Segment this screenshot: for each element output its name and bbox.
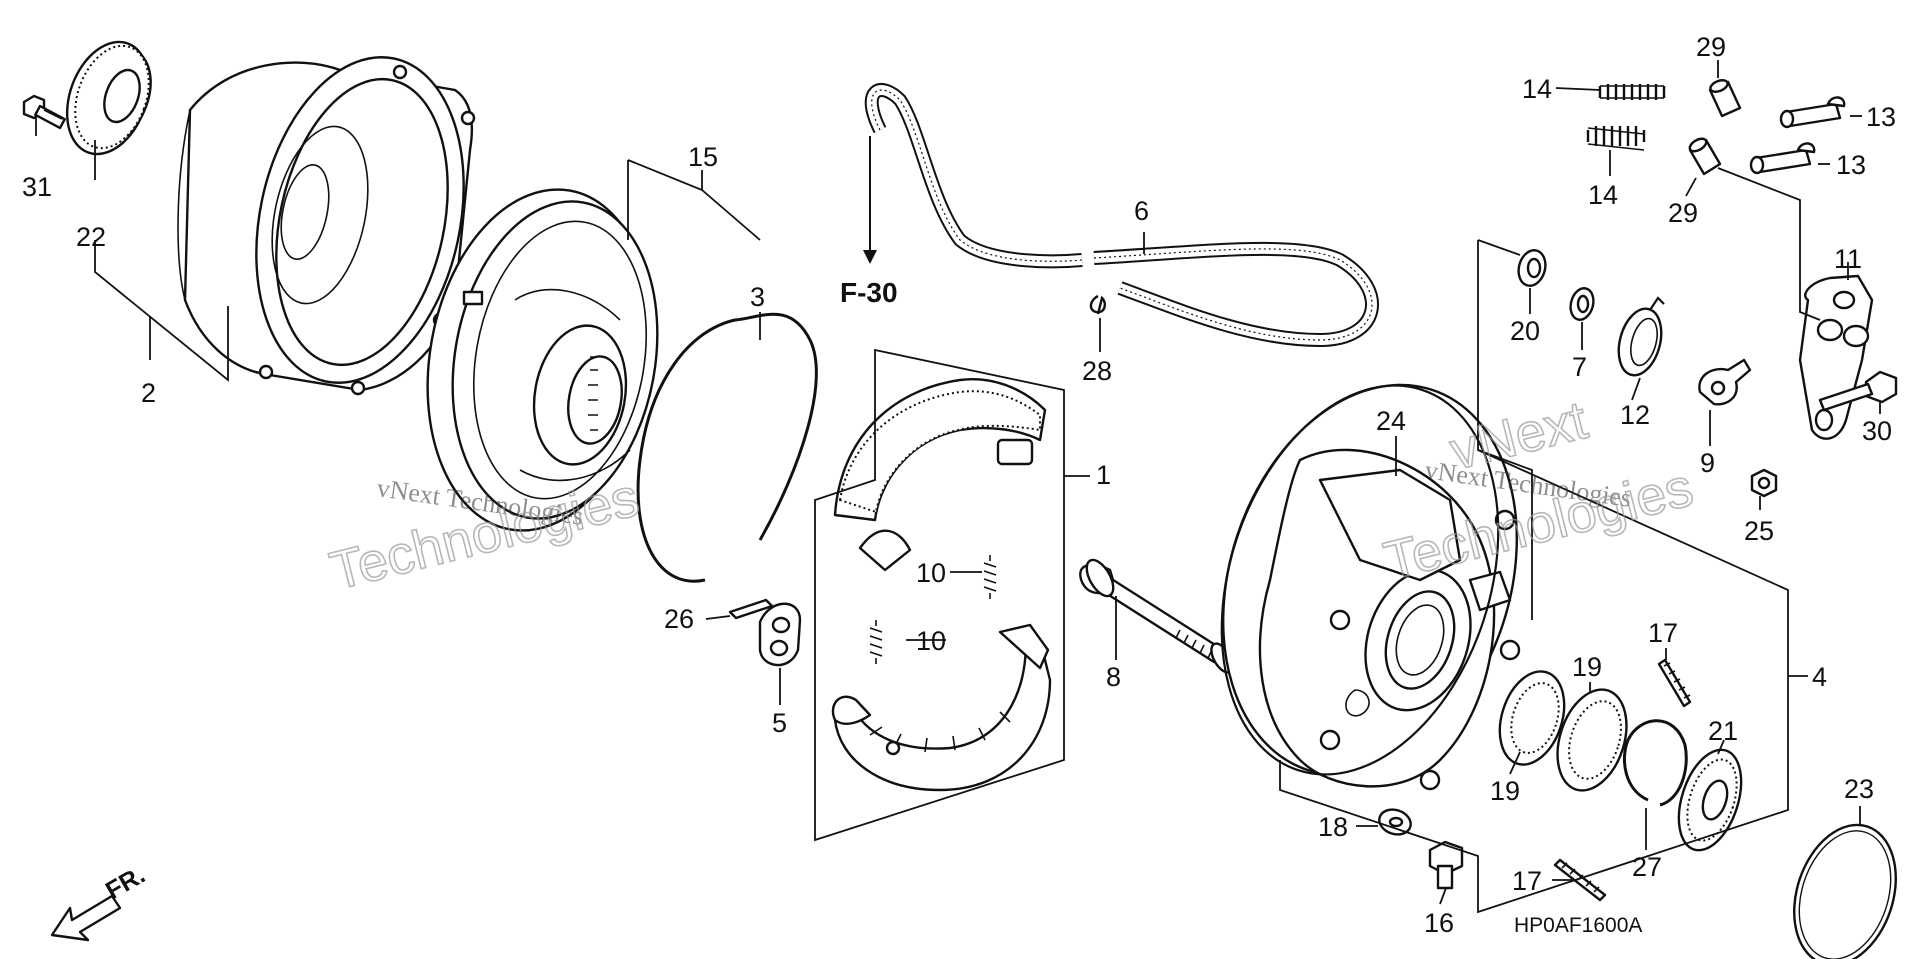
callout-13-lower: 13 (1836, 150, 1866, 180)
return-spring-10b (869, 620, 883, 664)
callout-3: 3 (750, 282, 765, 312)
watermark-left: vNext Technologies Technologies (324, 466, 646, 602)
bracket-2 (94, 240, 229, 382)
callout-16: 16 (1424, 908, 1454, 938)
callout-2: 2 (141, 378, 156, 408)
bracket-15 (627, 159, 761, 241)
spring-14b (1586, 126, 1646, 151)
callout-15: 15 (688, 142, 718, 172)
brake-shoe-lower (831, 623, 1052, 792)
callout-14-lower: 14 (1588, 180, 1618, 210)
callout-7: 7 (1572, 352, 1587, 382)
pin-13a (1779, 96, 1846, 129)
bolt-16 (1428, 840, 1464, 890)
clip-28 (1089, 294, 1107, 315)
callout-31: 31 (22, 172, 52, 202)
pin-13b (1749, 142, 1816, 175)
oil-seal-22 (65, 40, 152, 156)
washer-7 (1569, 287, 1595, 321)
stud-17a (1657, 658, 1692, 708)
leader-lines (35, 60, 1881, 905)
brake-drum-2 (177, 56, 476, 396)
indicator-plate-9 (1698, 358, 1752, 406)
callout-9: 9 (1700, 448, 1715, 478)
brake-cam-8 (1079, 558, 1234, 674)
bolt-30 (1818, 370, 1898, 412)
callout-21: 21 (1708, 716, 1738, 746)
collar-29a (1708, 79, 1742, 118)
washer-18 (1378, 808, 1412, 836)
return-spring-10a (983, 555, 997, 599)
oil-seal-21 (1677, 748, 1743, 852)
pin-26 (728, 598, 774, 620)
seal-20 (1517, 249, 1547, 287)
callout-28: 28 (1082, 356, 1112, 386)
callout-10-upper: 10 (916, 558, 946, 588)
callout-26: 26 (664, 604, 694, 634)
callout-4: 4 (1812, 662, 1827, 692)
reference-f30: F-30 (840, 277, 898, 308)
callout-18: 18 (1318, 812, 1348, 842)
spring-14a (1598, 84, 1666, 100)
callout-19-upper: 19 (1572, 652, 1602, 682)
brake-hub (426, 188, 659, 532)
plate-5 (758, 602, 802, 667)
callout-20: 20 (1510, 316, 1540, 346)
callout-14-upper: 14 (1522, 74, 1552, 104)
callout-6: 6 (1134, 196, 1149, 226)
callout-8: 8 (1106, 662, 1121, 692)
bearing-19a (1498, 670, 1566, 766)
callout-23: 23 (1844, 774, 1874, 804)
breather-hose-6 (864, 83, 1379, 348)
callout-17-upper: 17 (1648, 618, 1678, 648)
snap-ring-3 (636, 312, 818, 583)
brake-shoe-upper (833, 378, 1047, 572)
bracket-11 (1717, 167, 1849, 321)
stud-17b (1553, 858, 1607, 902)
callout-labels: 31 22 2 15 3 26 5 F-30 6 28 1 10 10 8 24… (22, 32, 1896, 938)
callout-10-lower: 10 (916, 626, 946, 656)
callout-24: 24 (1376, 406, 1406, 436)
callout-11: 11 (1834, 244, 1862, 274)
callout-30: 30 (1862, 416, 1892, 446)
bracket-4 (1279, 239, 1808, 914)
callout-1: 1 (1096, 460, 1111, 490)
callout-27: 27 (1632, 852, 1662, 882)
callout-17-lower: 17 (1512, 866, 1542, 896)
o-ring-23 (1793, 823, 1897, 959)
o-ring-24 (1220, 384, 1500, 776)
brake-panel-4 (1222, 383, 1521, 791)
bracket-1 (814, 348, 1090, 842)
callout-12: 12 (1620, 400, 1650, 430)
bolt-31 (22, 94, 66, 130)
callout-5: 5 (772, 708, 787, 738)
diagram-code: HP0AF1600A (1514, 914, 1642, 937)
torsion-spring-12 (1617, 296, 1665, 377)
callout-29-lower: 29 (1668, 198, 1698, 228)
callout-22: 22 (76, 222, 106, 252)
lever-arm-11 (1798, 274, 1874, 440)
callout-13-upper: 13 (1866, 102, 1896, 132)
callout-29-upper: 29 (1696, 32, 1726, 62)
front-direction-arrow: FR. (50, 861, 150, 942)
bearing-19b (1556, 688, 1628, 792)
circlip-27 (1623, 719, 1688, 807)
reference-arrow (863, 136, 877, 264)
collar-29b (1688, 137, 1722, 176)
callout-25: 25 (1744, 516, 1774, 546)
nut-25 (1750, 468, 1778, 498)
callout-19-lower: 19 (1490, 776, 1520, 806)
